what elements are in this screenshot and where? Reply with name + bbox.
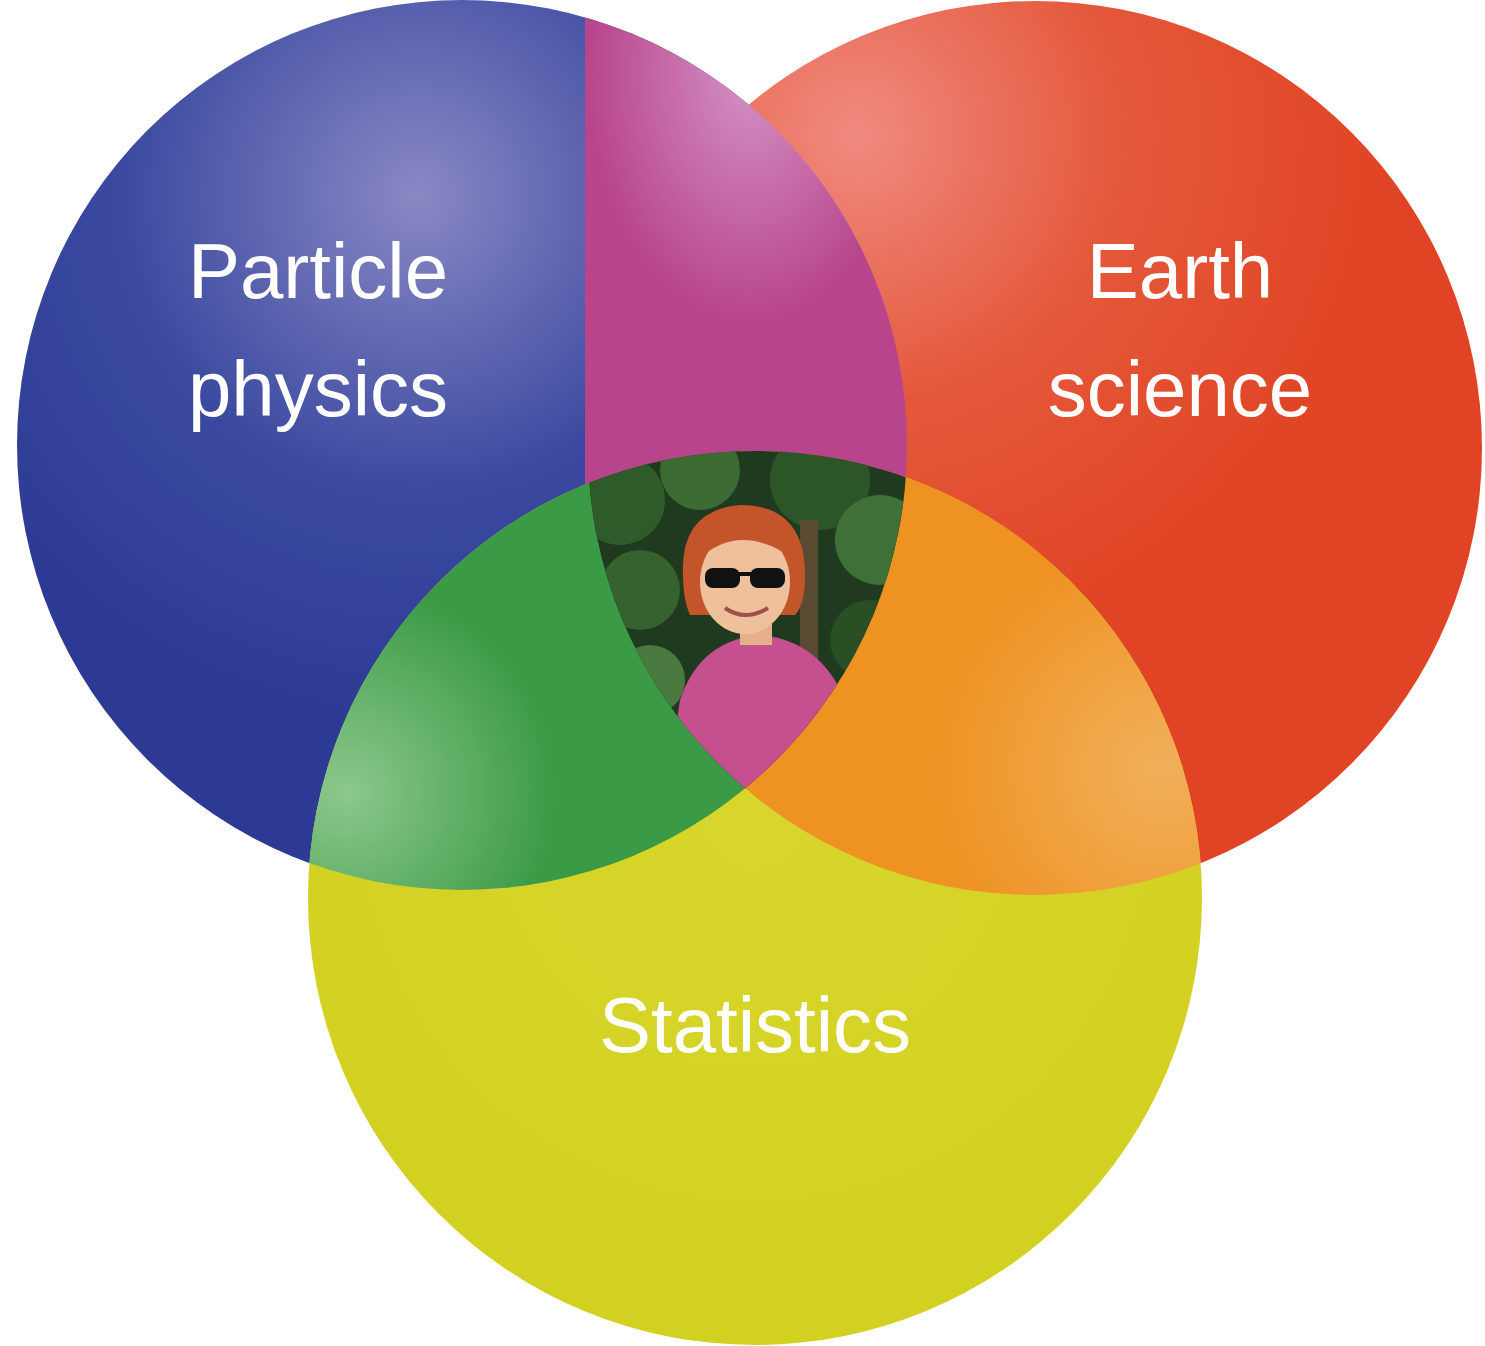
particle-physics-circle: Particle physics: [17, 0, 907, 890]
circle-label: Statistics: [455, 966, 1055, 1084]
circle-label: Earth science: [1010, 212, 1350, 448]
circle-label: Particle physics: [148, 212, 488, 448]
earth-science-circle: Earth science: [588, 1, 1482, 895]
statistics-circle: Statistics: [308, 451, 1202, 1345]
